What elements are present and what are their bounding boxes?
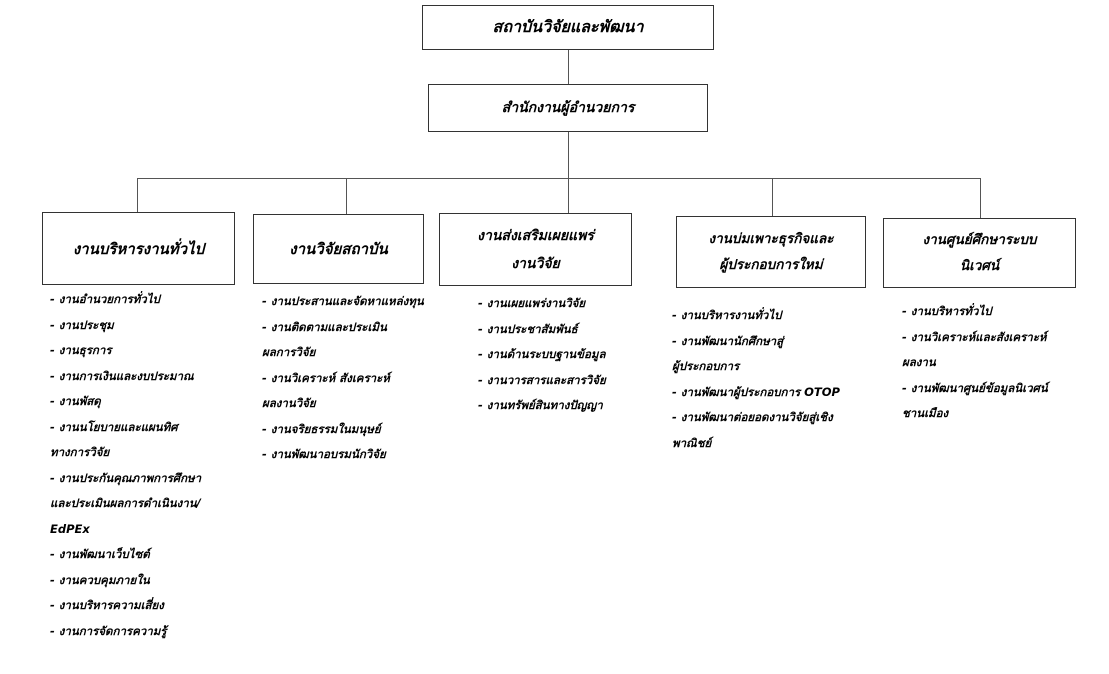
- branch-box-business-incubation: งานบ่มเพาะธุรกิจและ ผู้ประกอบการใหม่: [676, 216, 866, 288]
- branch-box-ecosystem-center: งานศูนย์ศึกษาระบบ นิเวศน์: [883, 218, 1076, 288]
- office-box-title: สำนักงานผู้อำนวยการ: [501, 100, 635, 116]
- list-item: - งานควบคุมภายใน: [50, 572, 150, 587]
- branch-title-line: งานวิจัยสถาบัน: [289, 240, 388, 258]
- list-item: - งานวารสารและสารวิจัย: [478, 372, 606, 387]
- list-item: - งานพัฒนาต่อยอดงานวิจัยสู่เชิง: [672, 410, 833, 424]
- list-item: - งานประกันคุณภาพการศึกษา: [50, 470, 202, 485]
- branch-box-institutional-research: งานวิจัยสถาบัน: [253, 214, 424, 284]
- branch-items-ecosystem-center: - งานบริหารทั่วไป - งานวิเคราะห์และสังเค…: [902, 299, 1048, 427]
- list-item: - งานการจัดการความรู้: [50, 623, 167, 638]
- list-item: - งานธุรการ: [50, 343, 112, 357]
- list-item: ผลงานวิจัย: [262, 396, 316, 410]
- list-item: - งานอำนวยการทั่วไป: [50, 292, 160, 306]
- connector-office-to-bus: [568, 132, 569, 178]
- connector-horizontal-bus: [137, 178, 980, 179]
- list-item: - งานบริหารความเสี่ยง: [50, 598, 164, 612]
- list-item: พาณิชย์: [672, 435, 712, 450]
- branch-items-business-incubation: - งานบริหารงานทั่วไป - งานพัฒนานักศึกษาส…: [672, 303, 840, 456]
- list-item: ทางการวิจัย: [50, 445, 110, 459]
- branch-title-line: งานวิจัย: [511, 255, 560, 272]
- office-box: สำนักงานผู้อำนวยการ: [428, 84, 708, 132]
- connector-branch-2: [346, 178, 347, 214]
- list-item: - งานวิเคราะห์และสังเคราะห์: [902, 329, 1047, 344]
- connector-branch-4: [772, 178, 773, 216]
- list-item: ชานเมือง: [902, 406, 949, 420]
- branch-title-line: งานบ่มเพาะธุรกิจและ: [708, 231, 834, 247]
- list-item: - งานนโยบายและแผนทิศ: [50, 419, 178, 434]
- list-item: - งานด้านระบบฐานข้อมูล: [478, 347, 606, 361]
- branch-title-line: งานส่งเสริมเผยแพร่: [477, 227, 594, 244]
- list-item: - งานติดตามและประเมิน: [262, 319, 387, 334]
- list-item: - งานการเงินและงบประมาณ: [50, 368, 194, 383]
- branch-items-general-admin: - งานอำนวยการทั่วไป - งานประชุม - งานธุร…: [50, 287, 201, 644]
- list-item: - งานพัฒนาศูนย์ข้อมูลนิเวศน์: [902, 380, 1048, 395]
- branch-items-research-promotion: - งานเผยแพร่งานวิจัย - งานประชาสัมพันธ์ …: [478, 291, 606, 419]
- list-item: - งานประชาสัมพันธ์: [478, 321, 578, 336]
- list-item: - งานพัฒนาเว็บไซต์: [50, 547, 150, 561]
- list-item: - งานพัสดุ: [50, 394, 101, 408]
- list-item: - งานจริยธรรมในมนุษย์: [262, 421, 381, 436]
- branch-box-research-promotion: งานส่งเสริมเผยแพร่ งานวิจัย: [439, 213, 632, 286]
- branch-title-line: งานบริหารงานทั่วไป: [72, 239, 205, 258]
- list-item: - งานประชุม: [50, 317, 114, 332]
- branch-title-line: นิเวศน์: [959, 258, 1000, 274]
- list-item: ผลการวิจัย: [262, 345, 316, 359]
- list-item: EdPEx: [50, 521, 90, 536]
- connector-branch-3: [568, 178, 569, 213]
- list-item: - งานประสานและจัดหาแหล่งทุน: [262, 294, 424, 308]
- branch-items-institutional-research: - งานประสานและจัดหาแหล่งทุน - งานติดตามแ…: [262, 289, 424, 468]
- list-item: ผลงาน: [902, 355, 936, 369]
- branch-title-line: ผู้ประกอบการใหม่: [719, 257, 823, 273]
- connector-top-to-office: [568, 50, 569, 84]
- top-box-title: สถาบันวิจัยและพัฒนา: [492, 17, 644, 36]
- list-item: ผู้ประกอบการ: [672, 359, 740, 373]
- list-item: - งานพัฒนาอบรมนักวิจัย: [262, 447, 386, 461]
- connector-branch-1: [137, 178, 138, 212]
- list-item: - งานทรัพย์สินทางปัญญา: [478, 398, 603, 412]
- list-item: และประเมินผลการดำเนินงาน/: [50, 496, 201, 510]
- list-item: - งานวิเคราะห์ สังเคราะห์: [262, 370, 390, 385]
- list-item: - งานพัฒนานักศึกษาสู่: [672, 333, 784, 348]
- list-item: - งานเผยแพร่งานวิจัย: [478, 296, 586, 310]
- branch-title-line: งานศูนย์ศึกษาระบบ: [922, 232, 1037, 248]
- list-item: - งานบริหารงานทั่วไป: [672, 308, 782, 322]
- branch-box-general-admin: งานบริหารงานทั่วไป: [42, 212, 235, 285]
- list-item: - งานบริหารทั่วไป: [902, 304, 992, 318]
- connector-branch-5: [980, 178, 981, 218]
- list-item: - งานพัฒนาผู้ประกอบการ OTOP: [672, 384, 840, 399]
- top-box-institute: สถาบันวิจัยและพัฒนา: [422, 5, 714, 50]
